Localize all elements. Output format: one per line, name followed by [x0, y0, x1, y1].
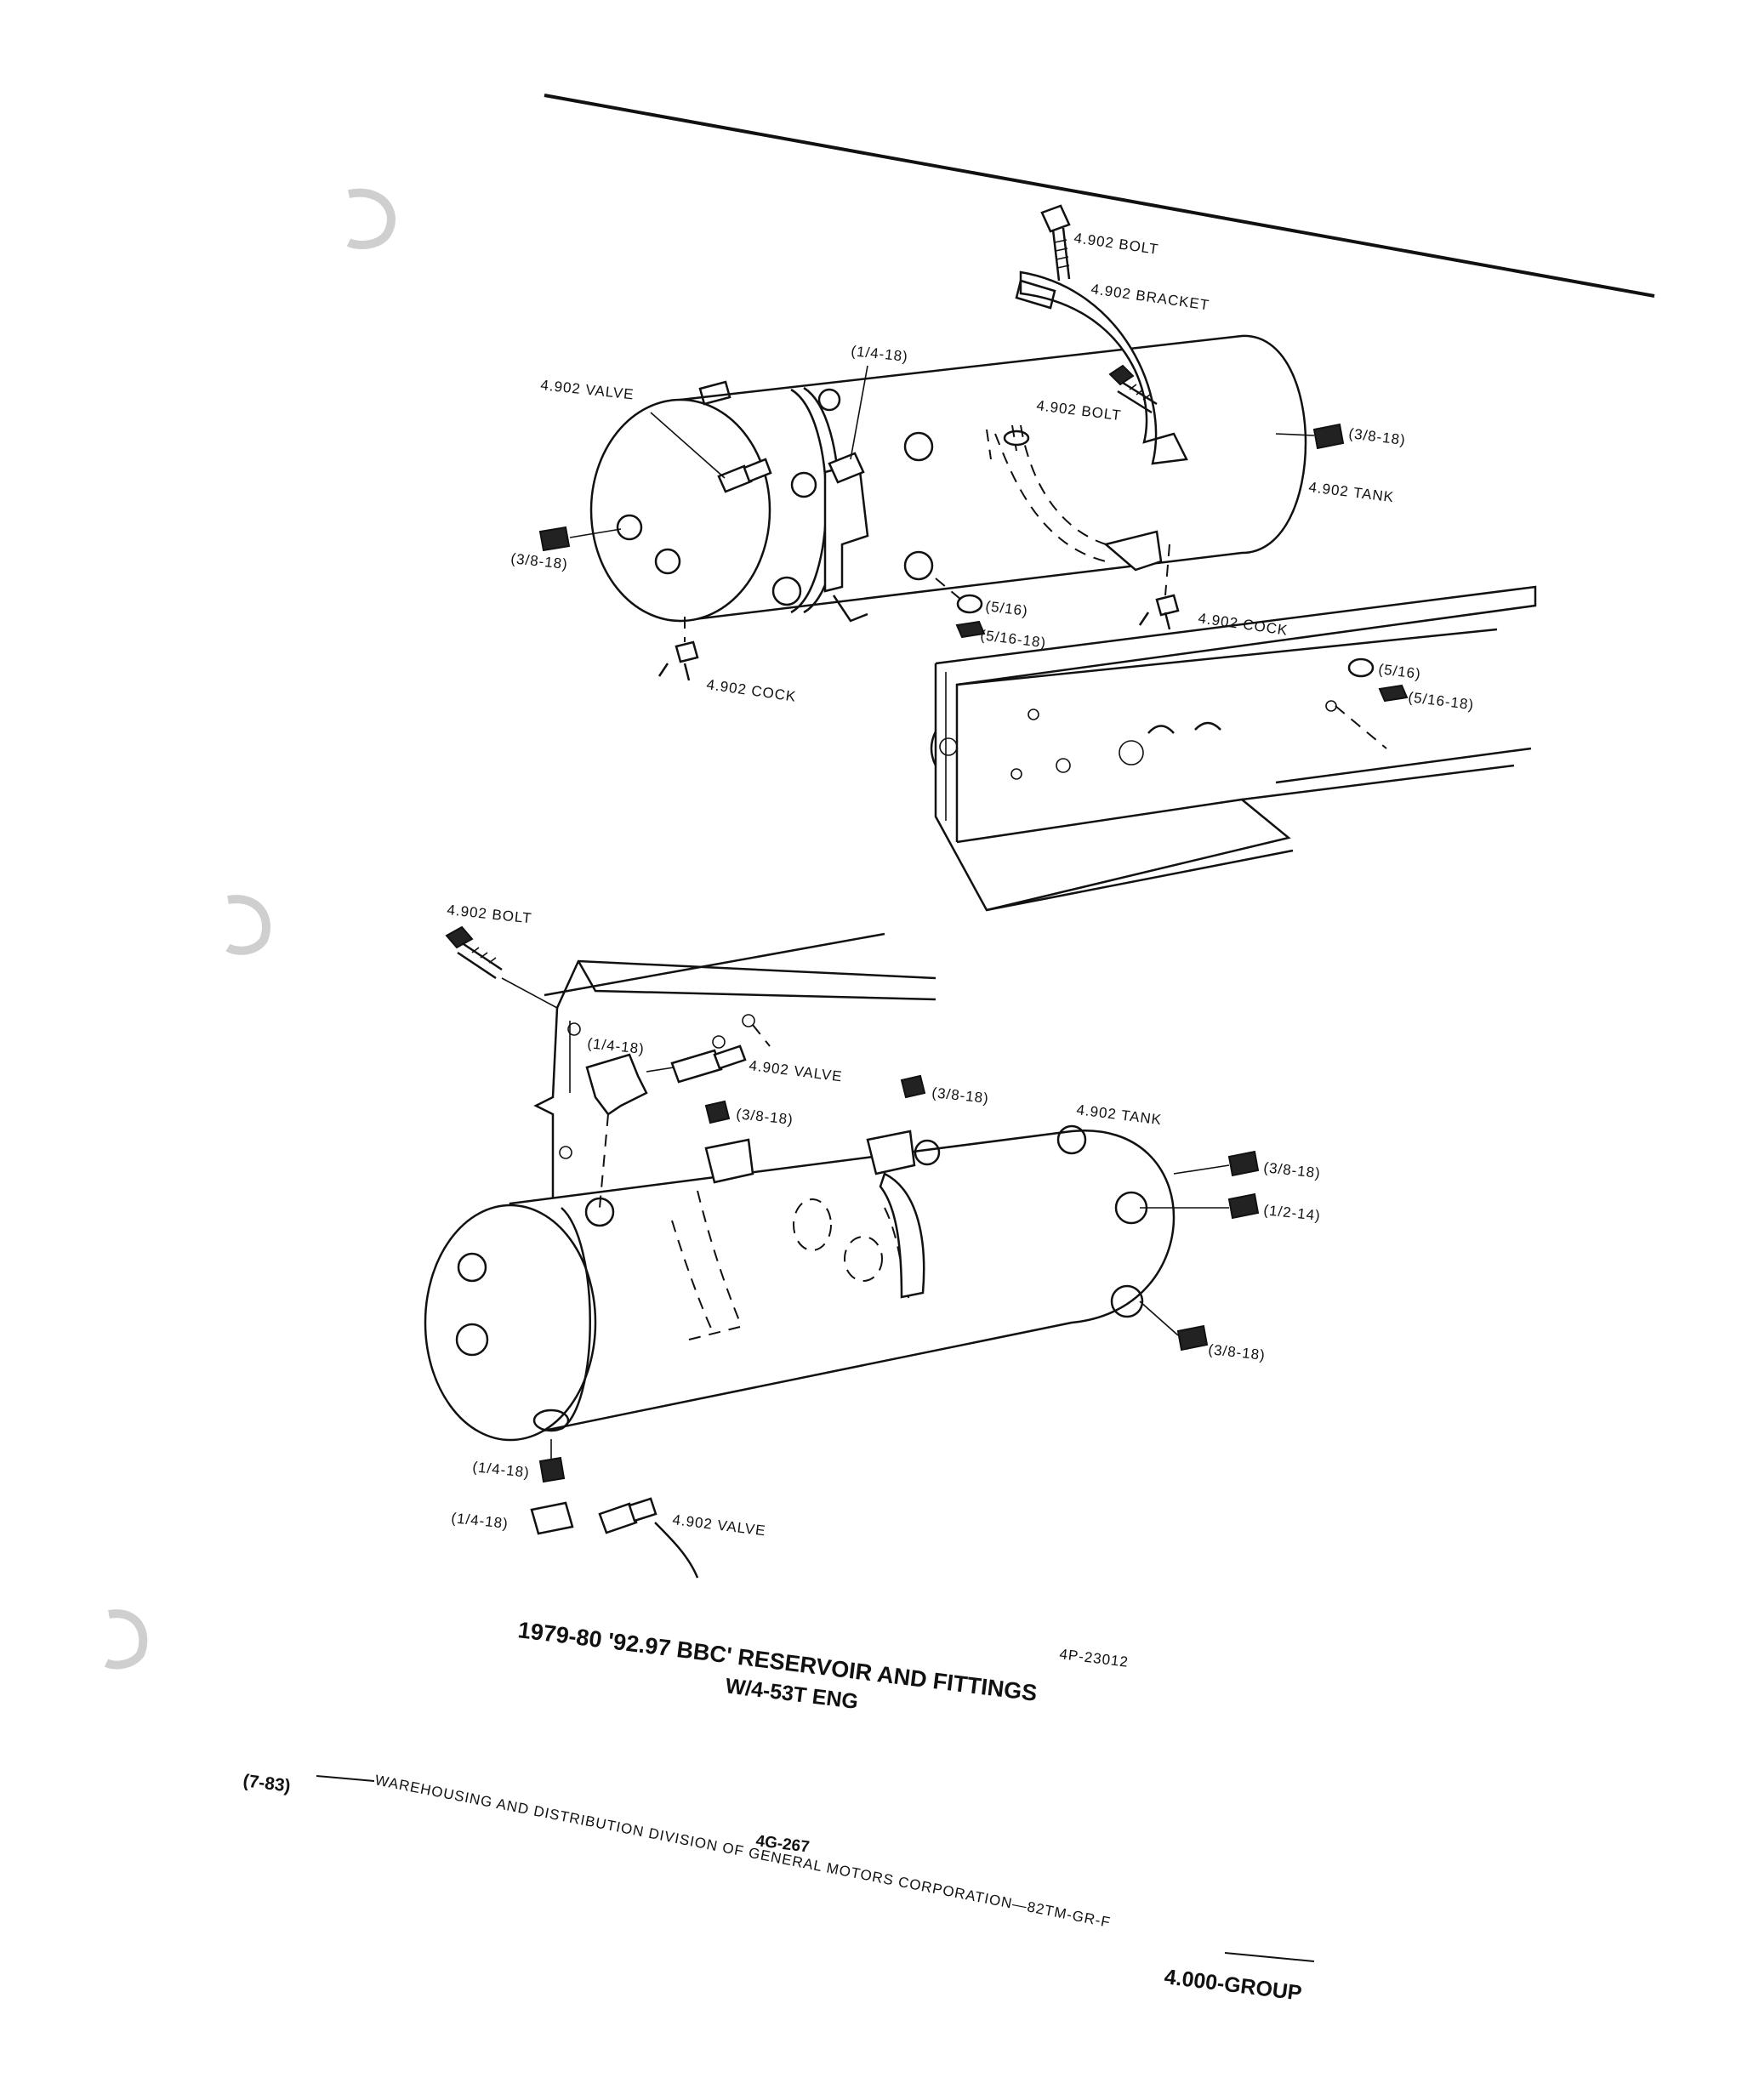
hidden-bracket-lower	[671, 1130, 925, 1340]
bolt-mid-upper	[1108, 364, 1158, 414]
valve-top-lower	[646, 1044, 747, 1084]
elbow-1418-lower	[585, 1053, 648, 1209]
plugs-lower	[704, 1074, 1260, 1352]
cock-left-upper	[657, 617, 699, 681]
plug-left-upper	[538, 526, 622, 552]
bolt-lower	[445, 925, 558, 1009]
footer-rule-left	[316, 1775, 375, 1782]
fitting-1418-upper	[828, 365, 868, 484]
binder-hole-middle	[225, 895, 271, 955]
frame-rail-lower	[533, 932, 936, 1208]
lower-assembly-illustration	[424, 925, 1260, 1579]
binder-hole-top	[346, 188, 396, 249]
upper-assembly-illustration	[538, 204, 1537, 912]
fittings-bottom-lower	[530, 1439, 699, 1579]
cock-right-upper	[1138, 543, 1180, 630]
washers-nuts-upper	[935, 578, 1409, 749]
plug-right-upper	[1275, 423, 1345, 450]
footer-rule-right	[1224, 1952, 1315, 1962]
bolt-top-upper	[1040, 204, 1071, 282]
valve-upper	[650, 412, 772, 493]
header-rule	[544, 94, 1655, 298]
reservoir-tank-lower	[424, 1124, 1176, 1442]
binder-hole-bottom	[104, 1609, 148, 1670]
